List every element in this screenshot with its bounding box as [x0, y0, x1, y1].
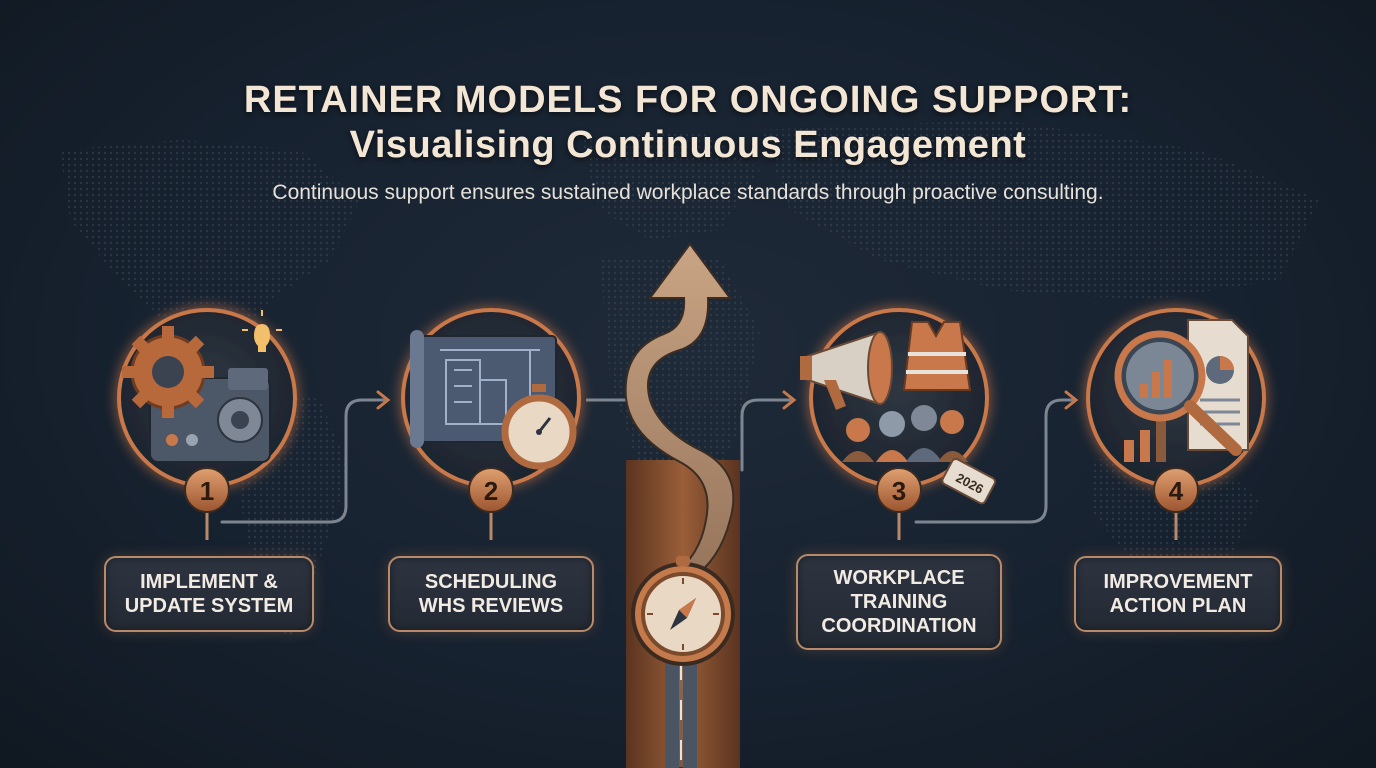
- connector-3-4: [914, 390, 1079, 524]
- megaphone-workers-icon: [800, 321, 972, 462]
- step-1-label: IMPLEMENT & UPDATE SYSTEM: [104, 556, 314, 632]
- step-number: 2: [484, 476, 498, 506]
- step-2: 2: [401, 308, 581, 513]
- page-title-secondary: Visualising Continuous Engagement: [349, 124, 1027, 166]
- step-number: 1: [200, 476, 214, 506]
- label-stems: [205, 512, 1178, 540]
- blueprint-stopwatch-icon: [410, 330, 577, 470]
- step-3-label-line3: COORDINATION: [821, 615, 977, 637]
- winding-road-arrow-compass-icon: [624, 242, 740, 768]
- header: RETAINER MODELS FOR ONGOING SUPPORT: Vis…: [0, 78, 1376, 206]
- step-1-label-line2: UPDATE SYSTEM: [124, 595, 294, 617]
- step-number: 4: [1169, 476, 1184, 506]
- step-4-label: IMPROVEMENT ACTION PLAN: [1074, 556, 1282, 632]
- step-2-label: SCHEDULING WHS REVIEWS: [388, 556, 594, 632]
- step-3-label: WORKPLACE TRAINING COORDINATION: [796, 554, 1002, 650]
- step-number-badge: [468, 467, 514, 513]
- gears-machine-icon: [122, 310, 282, 463]
- date-tag-icon: 2026: [941, 457, 997, 505]
- subtitle: Continuous support ensures sustained wor…: [272, 181, 1104, 204]
- connector-center-3: [740, 390, 797, 472]
- step-1: 1: [117, 308, 297, 513]
- step-4: 4: [1086, 308, 1266, 513]
- step-number: 3: [892, 476, 906, 506]
- page-title: RETAINER MODELS FOR ONGOING SUPPORT:: [243, 79, 1133, 121]
- magnifier-report-icon: [1114, 319, 1249, 462]
- step-2-label-line1: SCHEDULING: [424, 571, 558, 593]
- step-2-label-line2: WHS REVIEWS: [418, 595, 564, 617]
- step-number-badge: [876, 467, 922, 513]
- step-1-label-line1: IMPLEMENT &: [140, 571, 278, 593]
- step-number-badge: [1153, 467, 1199, 513]
- step-3-label-line1: WORKPLACE: [833, 567, 965, 589]
- connector-1-2: [220, 390, 391, 524]
- step-4-label-line2: ACTION PLAN: [1109, 595, 1247, 617]
- step-3: 2026 3: [800, 308, 997, 513]
- step-number-badge: [184, 467, 230, 513]
- step-3-label-line2: TRAINING: [850, 591, 948, 613]
- step-4-label-line1: IMPROVEMENT: [1103, 571, 1253, 593]
